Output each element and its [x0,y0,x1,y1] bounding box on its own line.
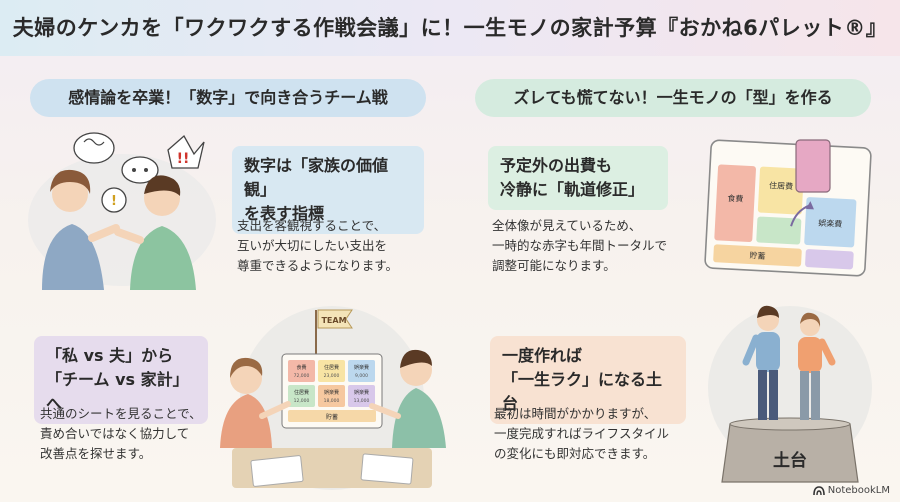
heading-line: 冷静に「軌道修正」 [500,180,645,199]
heading-line: 予定外の出費も [500,156,613,175]
board-cell-label: 娯楽費 [354,389,369,396]
food-label: 食費 [727,193,744,204]
title-band [0,0,900,56]
board-cell-amount: 18,000 [324,398,340,404]
board-cell [348,360,375,382]
board-cell [318,360,345,382]
body-line: の変化にも即対応できます。 [494,446,656,461]
lavender-block [805,249,854,270]
board-cell-amount: 23,000 [324,373,340,379]
housing-block [757,166,804,215]
body-line: 一度完成すればライフスタイル [494,426,670,441]
team-sheet-illustration: TEAM 食費 72,000 住居費 23,000 娯楽費 9,000 住居費 12,000 娯… [220,306,446,490]
description-course-correction: 全体像が見えているため、 一時的な赤字も年間トータルで 調整可能になります。 [492,216,702,276]
body-line: 調整可能になります。 [492,258,616,273]
right-section-header: ズレても慌てない！一生モノの「型」を作る [475,79,871,117]
board-cell-label: 食費 [296,364,306,371]
board-cell-label: 住居費 [294,389,309,396]
heading-course-correction: 予定外の出費も 冷静に「軌道修正」 [488,146,668,210]
board-cell-label: 住居費 [324,364,339,371]
board-cell [288,360,315,382]
board-cell-amount: 13,000 [354,398,370,404]
heading-team-vs-budget: 「私 vs 夫」から 「チーム vs 家計」へ [34,336,208,424]
leisure-label: 娯楽費 [818,218,842,229]
leisure-block [804,197,857,248]
heading-line: を表す指標 [244,204,325,223]
pedestal-couple-illustration: 土台 [708,305,872,483]
savings-block [713,244,802,267]
board-cell [348,385,375,407]
body-line: 支出を客観視することで、 [237,218,387,233]
team-board-cells: 食費 72,000 住居費 23,000 娯楽費 9,000 住居費 12,000 娯楽費 18,… [288,360,375,407]
housing-label: 住居費 [769,180,793,191]
body-line: 全体像が見えているため、 [492,218,642,233]
heading-line: 数字は「家族の価値観」 [244,156,389,199]
board-cell [288,385,315,407]
brand-logo: NotebookLM [812,485,890,496]
board-cell-label: 娯楽費 [354,364,369,371]
board-savings-label: 貯蓄 [326,413,338,421]
description-values-indicator: 支出を客観視することで、 互いが大切にしたい支出を 尊重できるようになります。 [237,216,437,276]
board-cell-amount: 72,000 [294,373,310,379]
description-team-vs-budget: 共通のシートを見ることで、 責め合いではなく協力して 改善点を探せます。 [40,404,240,464]
page-title: 夫婦のケンカを「ワクワクする作戦会議」に！一生モノの家計予算『おかね6パレット®… [12,16,888,40]
green-block [756,216,802,245]
pedestal-label: 土台 [773,450,807,471]
heading-values-indicator: 数字は「家族の価値観」 を表す指標 [232,146,424,234]
board-cell [318,385,345,407]
notebooklm-icon [812,485,825,495]
body-line: 尊重できるようになります。 [237,258,399,273]
exclaim-text: !! [177,151,190,167]
heading-line: 「一生ラク」になる土台 [502,370,663,413]
heading-lifelong-foundation: 一度作れば 「一生ラク」になる土台 [490,336,686,424]
body-line: 共通のシートを見ることで、 [40,406,202,421]
moving-block [795,139,831,193]
heading-line: 「チーム vs 家計」へ [46,370,189,413]
body-line: 一時的な赤字も年間トータルで [492,238,668,253]
arguing-couple-illustration: !! ! [28,132,216,290]
body-line: 互いが大切にしたい支出を [237,238,388,253]
body-line: 改善点を探せます。 [40,446,152,461]
heading-line: 「私 vs 夫」から [46,346,174,365]
question-text: ! [111,194,117,209]
left-section-header: 感情論を卒業！「数字」で向き合うチーム戦 [30,79,426,117]
board-cell-label: 娯楽費 [324,389,339,396]
body-line: 責め合いではなく協力して [40,426,190,441]
heading-line: 一度作れば [502,346,583,365]
description-lifelong-foundation: 最初は時間がかかりますが、 一度完成すればライフスタイル の変化にも即対応できま… [494,404,704,464]
board-cell-amount: 12,000 [294,398,310,404]
team-flag-text: TEAM [321,316,346,325]
palette-board-illustration: 食費 住居費 娯楽費 貯蓄 [704,139,872,277]
savings-label: 貯蓄 [749,250,766,261]
board-savings-block [288,410,376,422]
brand-name: NotebookLM [827,485,890,496]
food-block [714,164,756,243]
body-line: 最初は時間がかかりますが、 [494,406,657,421]
board-cell-amount: 9,000 [355,373,368,379]
